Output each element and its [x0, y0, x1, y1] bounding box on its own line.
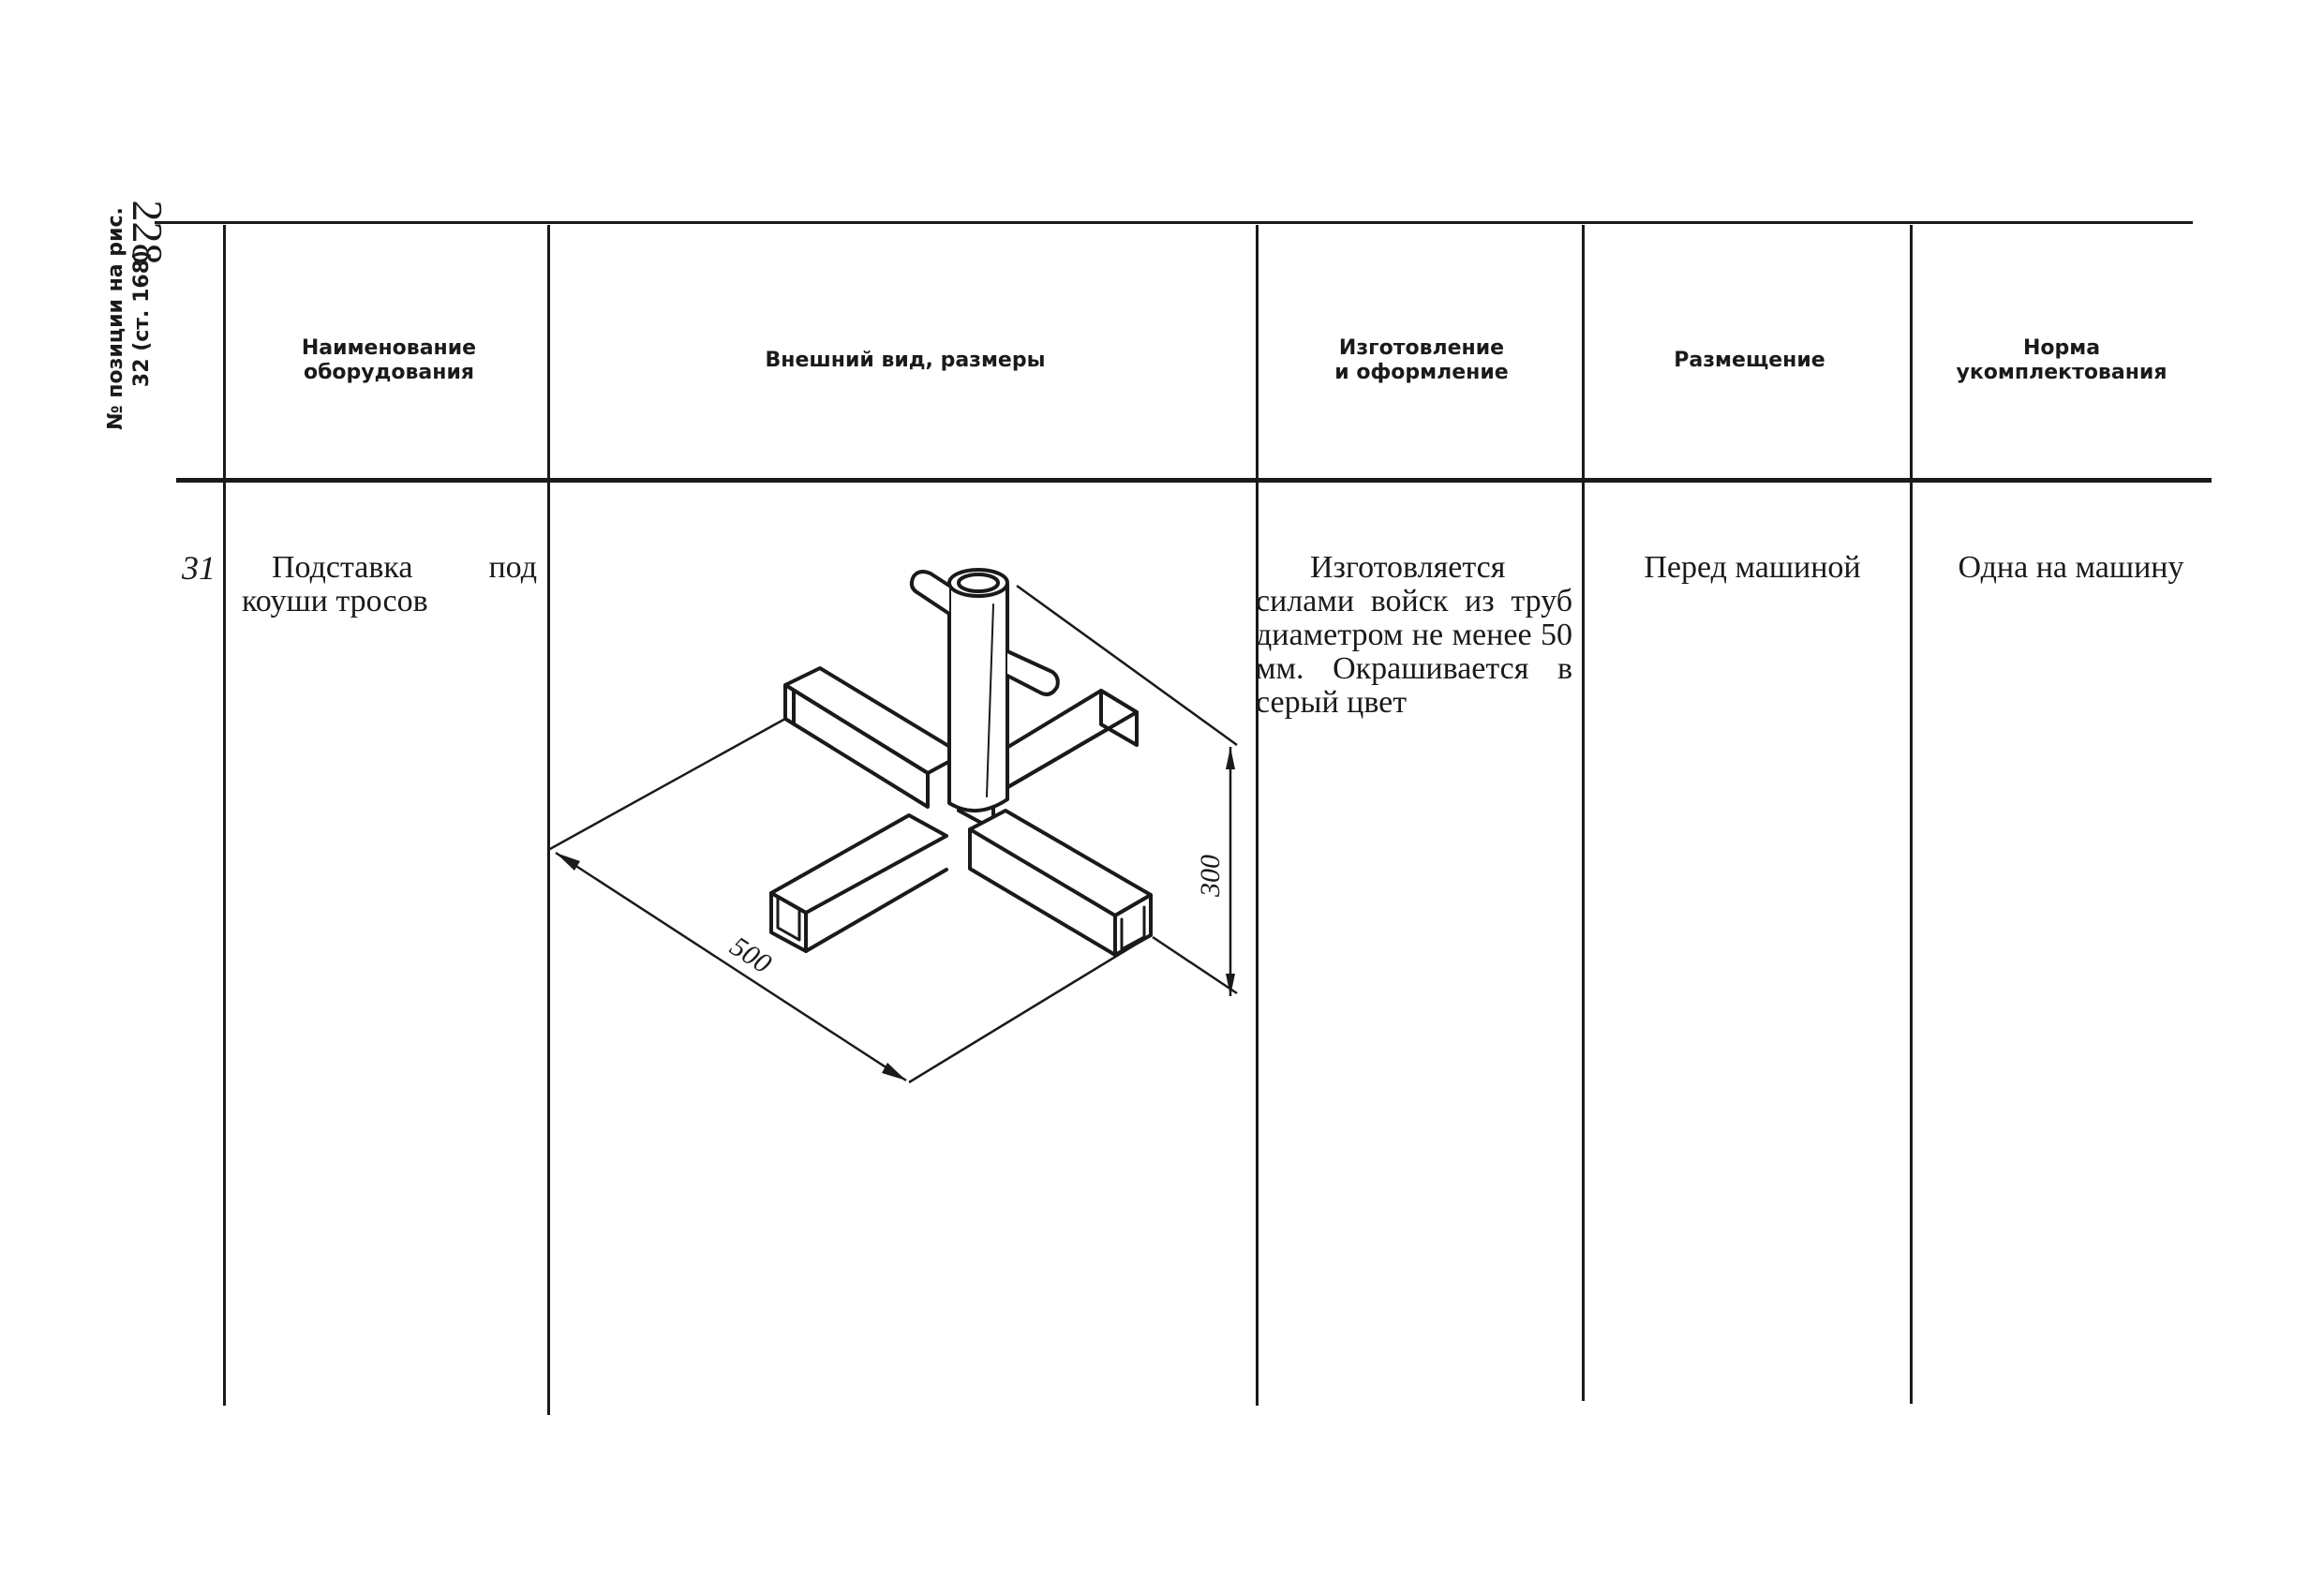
front-right-arm — [968, 809, 1153, 957]
arrow-500-end — [882, 1063, 906, 1080]
table-top-rule — [155, 221, 2193, 224]
back-arm — [783, 666, 964, 809]
row-name: Подставка под коуши тросов — [242, 550, 537, 618]
arrow-300-bottom — [1226, 974, 1235, 996]
column-divider-1 — [223, 225, 226, 1406]
vertical-tube — [947, 568, 1009, 813]
header-bottom-rule — [176, 478, 2212, 483]
dimension-line-500 — [555, 851, 907, 1082]
arrow-500-start — [556, 853, 580, 871]
row-position-number: 31 — [182, 549, 216, 587]
extension-line-left — [548, 717, 786, 852]
row-norm: Одна на машину — [1958, 550, 2184, 585]
tube-handle — [909, 570, 1060, 696]
row-placement: Перед машиной — [1644, 550, 1861, 585]
stand-drawing: 500 300 — [548, 568, 1238, 1084]
column-divider-4 — [1582, 225, 1585, 1401]
column-divider-2 — [547, 225, 550, 1415]
header-placement: Размещение — [1674, 349, 1825, 372]
header-norm: Норма укомплектования — [1956, 336, 2168, 384]
front-left-arm — [769, 813, 948, 953]
dimension-label-500: 500 — [724, 931, 777, 979]
row-manufacture: Изготовляется силами войск из труб диаме… — [1256, 550, 1572, 720]
header-position-number: № позиции на рис. 32 (ст. 168) — [104, 207, 154, 430]
column-divider-3 — [1256, 225, 1259, 1406]
column-divider-5 — [1910, 225, 1913, 1404]
header-manufacture: Изготовление и оформление — [1334, 336, 1509, 384]
extension-line-bottom — [1152, 935, 1238, 995]
extension-line-front — [908, 933, 1152, 1084]
header-name: Наименование оборудования — [301, 336, 477, 384]
arrow-300-top — [1226, 747, 1235, 769]
extension-line-top — [1016, 584, 1238, 747]
dimension-label-300: 300 — [1195, 855, 1226, 898]
header-appearance: Внешний вид, размеры — [765, 349, 1046, 372]
